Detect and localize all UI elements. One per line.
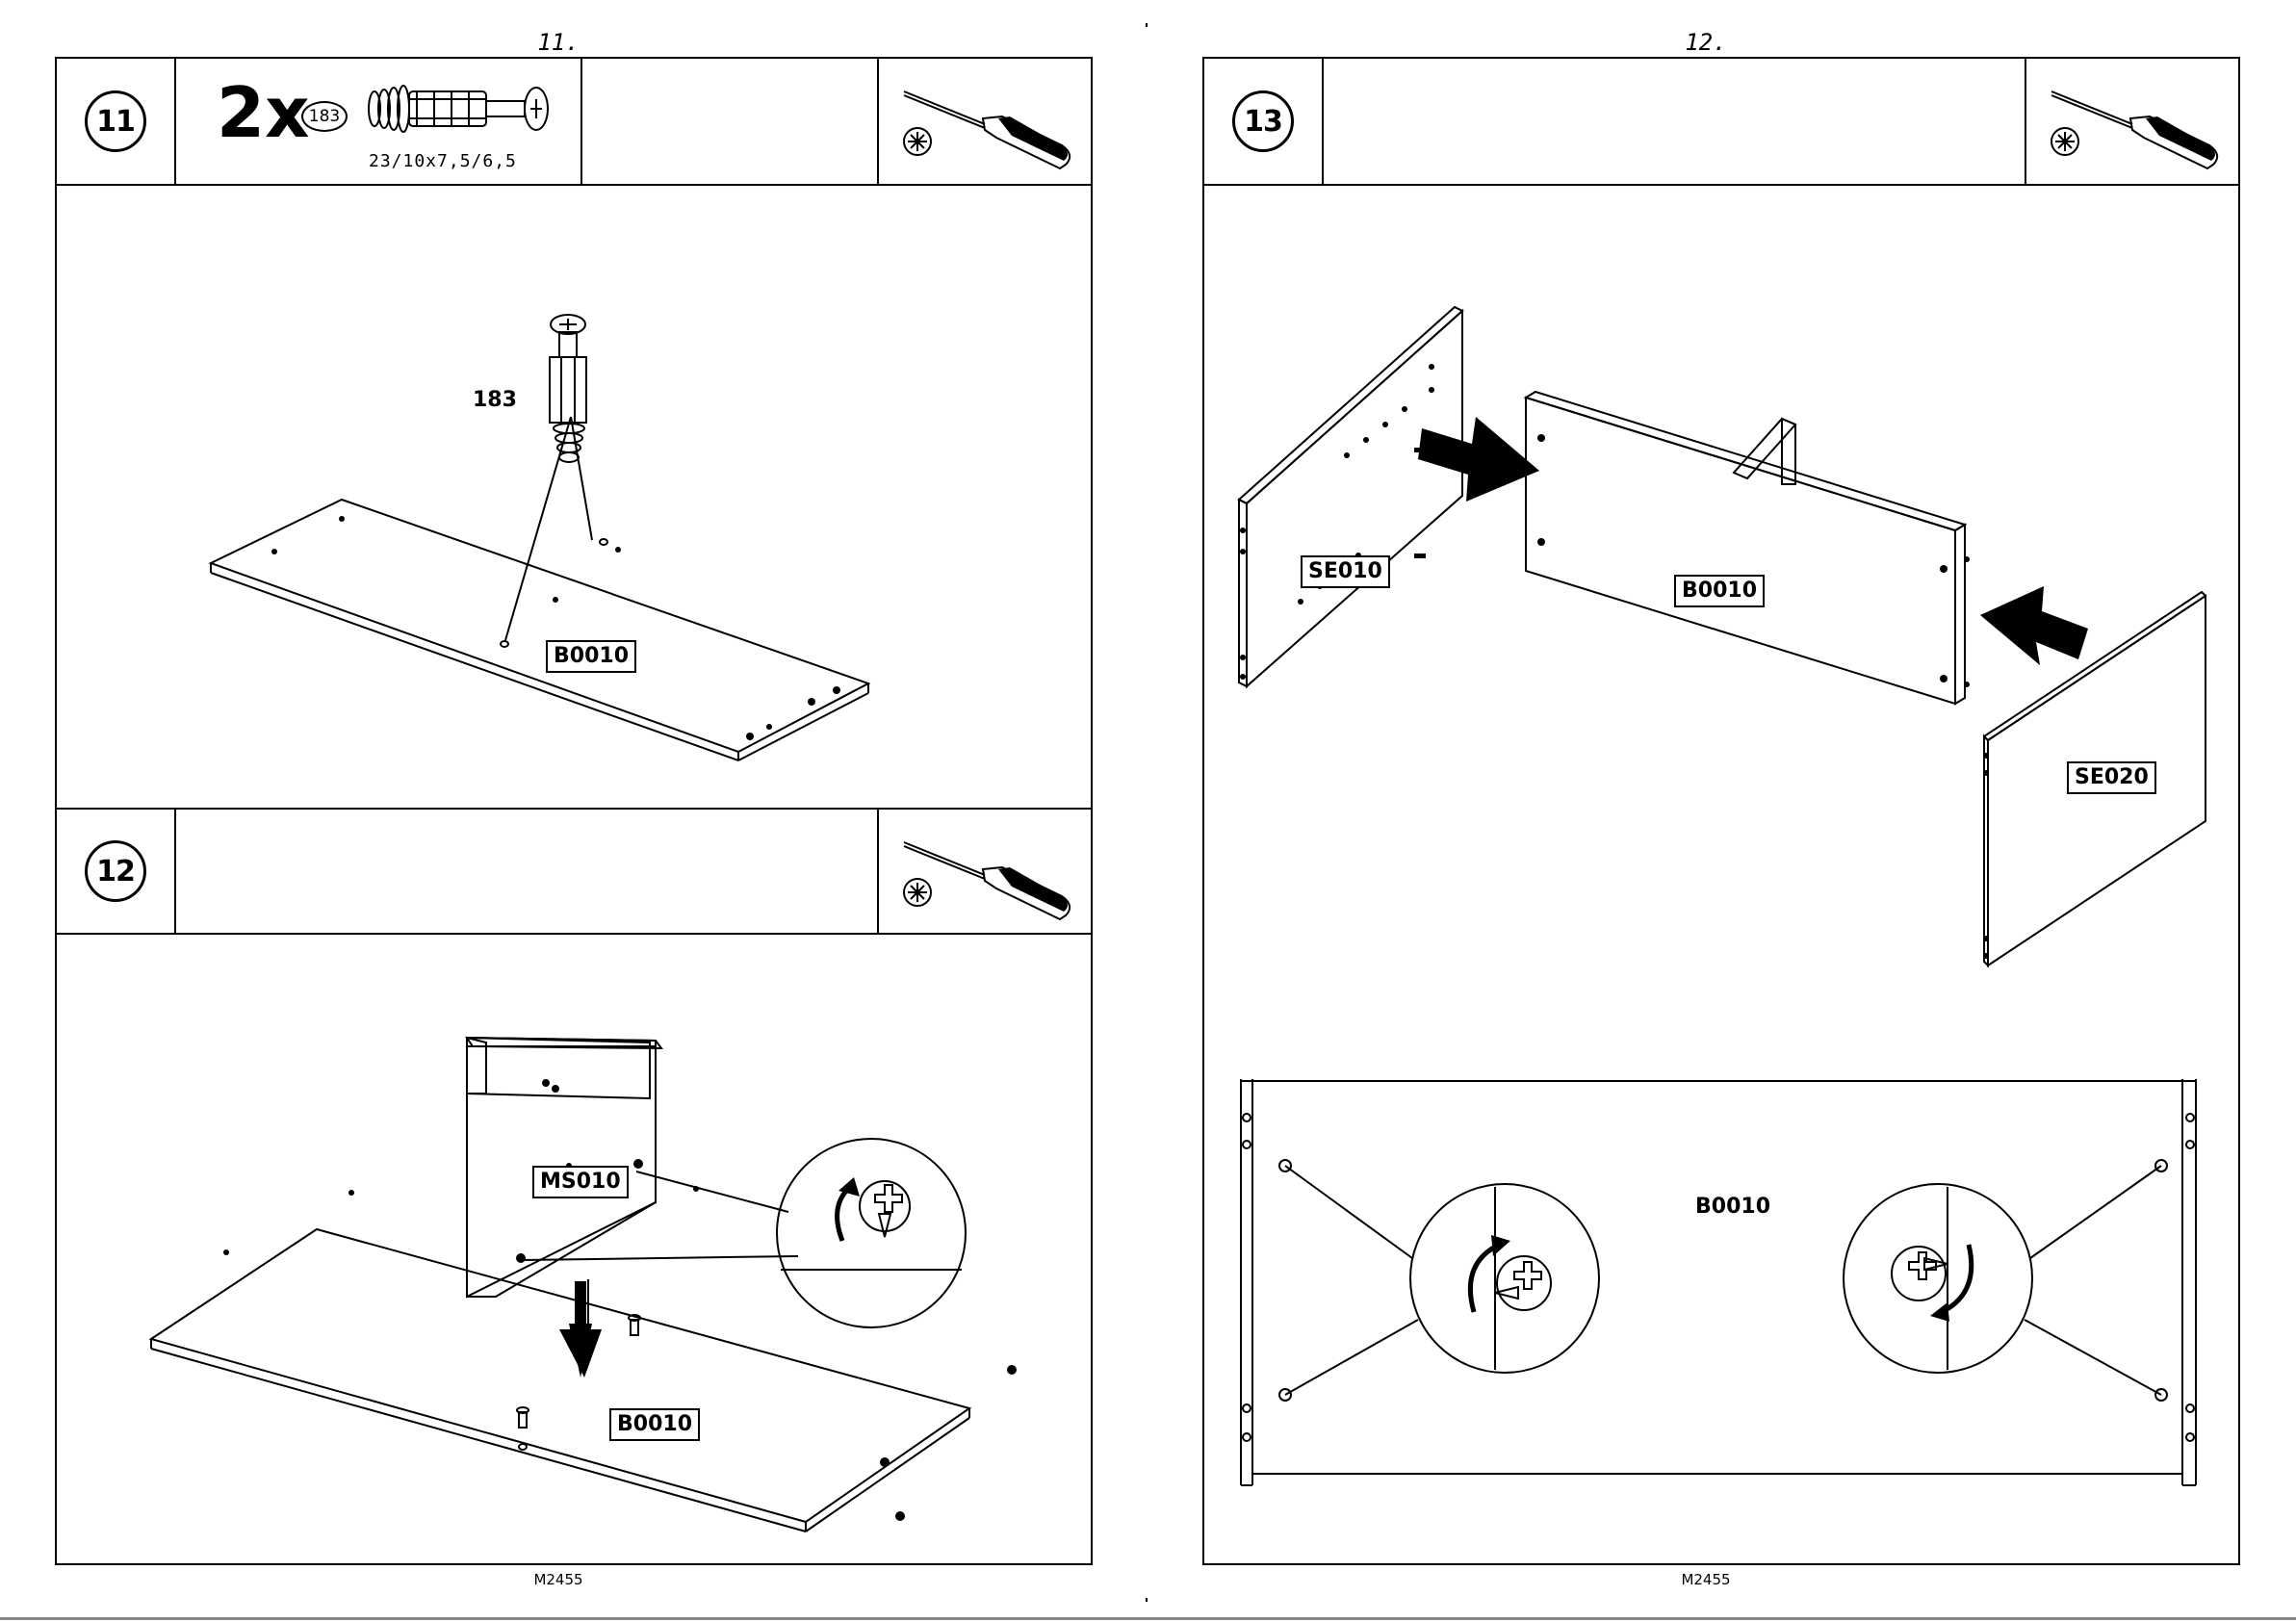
step-number-cell: 13 [1204,59,1324,184]
part-label-ms010: MS010 [532,1166,629,1198]
carcass-assembly-drawing [1204,186,2240,1565]
screwdriver-icon [2038,68,2231,174]
cam-bolt-callout: 183 [473,388,517,412]
part-label-b0010: B0010 [1674,575,1765,607]
step-13-header: 13 [1204,59,2238,186]
hardware-part-number: 183 [301,101,348,132]
cam-bolt-icon [361,70,573,147]
board-with-cam-bolts-drawing [57,186,1093,871]
model-code: M2455 [0,1571,1117,1588]
part-label-se010: SE010 [1301,555,1390,588]
hardware-quantity: 2x [217,78,310,147]
tool-cell [2025,59,2238,184]
instruction-frame: 13 [1202,57,2240,1565]
step-11-header: 11 2x 183 [57,59,1091,186]
scan-edge-line [0,1617,2296,1620]
step-11-illustration: 183 B0010 [57,186,1091,871]
model-code: M2455 [1148,1571,2264,1588]
part-label-b0010: B0010 [546,640,636,673]
step-13-number: 13 [1232,90,1294,152]
left-page: 11. 11 2x 183 [0,0,1117,1622]
screwdriver-icon [890,68,1083,174]
screwdriver-icon [890,819,1083,925]
tool-cell [877,810,1091,933]
step-number-cell: 11 [57,59,176,184]
step-11-number: 11 [85,90,146,152]
hardware-dimensions: 23/10x7,5/6,5 [369,151,517,171]
hardware-cell: 2x 183 [176,59,582,184]
step-12-number: 12 [85,840,146,902]
tool-cell [877,59,1091,184]
instruction-frame: 11 2x 183 [55,57,1093,1565]
step-13-illustration: SE010 B0010 SE020 B0010 [1204,186,2238,1565]
side-panel-mounting-drawing [57,935,1093,1565]
part-label-se020: SE020 [2067,761,2156,794]
part-label-b0010: B0010 [609,1408,700,1441]
step-12-illustration: MS010 B0010 [57,935,1091,1565]
step-12-header: 12 [57,808,1091,935]
page-number: 12. [1148,29,2264,56]
step-number-cell: 12 [57,810,176,933]
right-page: 12. 13 [1148,0,2264,1622]
detail-label-b0010: B0010 [1695,1195,1770,1219]
page-number: 11. [0,29,1117,56]
